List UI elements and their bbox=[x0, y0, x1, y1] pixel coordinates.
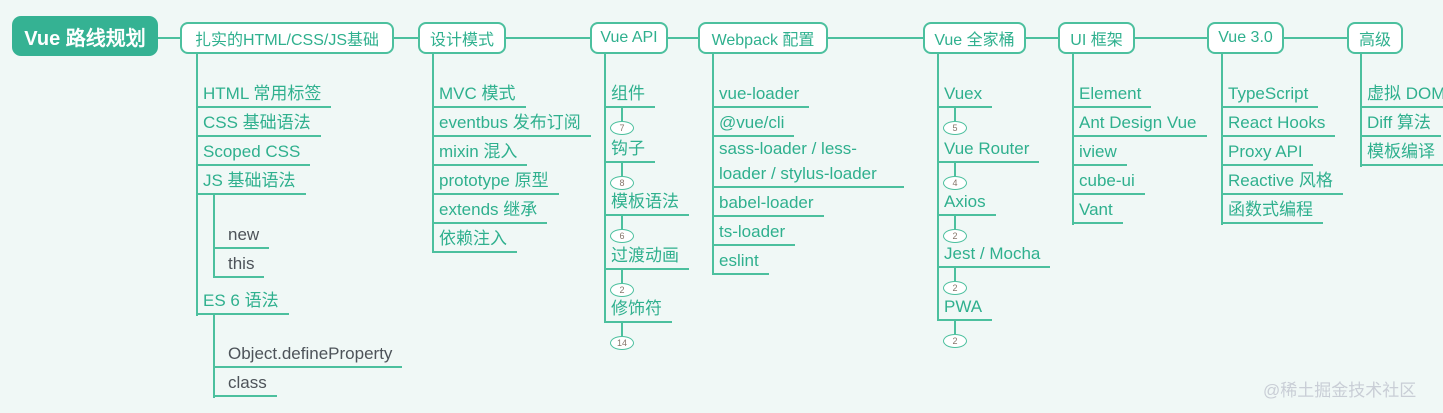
connector-line bbox=[213, 195, 215, 278]
tree-item[interactable]: CSS 基础语法 bbox=[196, 111, 321, 137]
connector-line bbox=[621, 270, 623, 283]
tree-item[interactable]: 组件 bbox=[604, 82, 655, 108]
tree-item[interactable]: ts-loader bbox=[712, 220, 796, 246]
connector-line bbox=[432, 54, 434, 253]
tree-item[interactable]: sass-loader / less-loader / stylus-loade… bbox=[712, 136, 904, 188]
connector-line bbox=[196, 54, 198, 316]
connector-line bbox=[621, 323, 623, 336]
tree-item[interactable]: Axios bbox=[937, 190, 996, 216]
tree-item[interactable]: 函数式编程 bbox=[1221, 198, 1323, 224]
tree-item[interactable]: 过渡动画 bbox=[604, 244, 689, 270]
tree-item[interactable]: 模板语法 bbox=[604, 190, 689, 216]
connector-line bbox=[954, 268, 956, 281]
connector-line bbox=[1221, 54, 1223, 225]
branch-node-design-patterns[interactable]: 设计模式 bbox=[418, 22, 506, 54]
collapsed-count-badge[interactable]: 2 bbox=[943, 334, 967, 348]
tree-item[interactable]: eventbus 发布订阅 bbox=[432, 111, 591, 137]
tree-item[interactable]: React Hooks bbox=[1221, 111, 1336, 137]
connector-line bbox=[1072, 54, 1074, 225]
tree-item[interactable]: PWA bbox=[937, 295, 993, 321]
tree-item[interactable]: class bbox=[213, 371, 277, 397]
connector-line bbox=[213, 315, 215, 398]
branch-node-webpack[interactable]: Webpack 配置 bbox=[698, 22, 828, 54]
watermark: @稀土掘金技术社区 bbox=[1263, 381, 1417, 400]
tree-item[interactable]: TypeScript bbox=[1221, 82, 1319, 108]
tree-item[interactable]: ES 6 语法 bbox=[196, 289, 289, 315]
collapsed-count-badge[interactable]: 4 bbox=[943, 176, 967, 190]
collapsed-count-badge[interactable]: 2 bbox=[943, 229, 967, 243]
tree-item[interactable]: eslint bbox=[712, 249, 769, 275]
tree-item[interactable]: MVC 模式 bbox=[432, 82, 526, 108]
branch-node-vue-api[interactable]: Vue API bbox=[590, 22, 668, 54]
tree-item[interactable]: 钩子 bbox=[604, 137, 655, 163]
connector-line bbox=[954, 216, 956, 229]
tree-item[interactable]: cube-ui bbox=[1072, 169, 1145, 195]
tree-item[interactable]: JS 基础语法 bbox=[196, 169, 306, 195]
connector-line bbox=[604, 54, 606, 323]
tree-item[interactable]: 模板编译 bbox=[1360, 140, 1443, 166]
tree-item[interactable]: 修饰符 bbox=[604, 297, 672, 323]
tree-item[interactable]: HTML 常用标签 bbox=[196, 82, 332, 108]
tree-item[interactable]: babel-loader bbox=[712, 191, 824, 217]
tree-item[interactable]: 虚拟 DOM bbox=[1360, 82, 1443, 108]
connector-line bbox=[712, 54, 714, 275]
collapsed-count-badge[interactable]: 8 bbox=[610, 176, 634, 190]
tree-item[interactable]: Reactive 风格 bbox=[1221, 169, 1343, 195]
tree-item[interactable]: 依赖注入 bbox=[432, 227, 517, 253]
connector-line bbox=[954, 321, 956, 334]
collapsed-count-badge[interactable]: 5 bbox=[943, 121, 967, 135]
tree-item[interactable]: new bbox=[213, 223, 270, 249]
connector-line bbox=[621, 108, 623, 121]
connector-line bbox=[954, 108, 956, 121]
branch-node-vue3[interactable]: Vue 3.0 bbox=[1207, 22, 1284, 54]
root-node[interactable]: Vue 路线规划 bbox=[12, 16, 158, 56]
connector-line bbox=[954, 163, 956, 176]
connector-line bbox=[621, 216, 623, 229]
tree-item[interactable]: extends 继承 bbox=[432, 198, 548, 224]
tree-item[interactable]: Jest / Mocha bbox=[937, 242, 1051, 268]
tree-item[interactable]: Proxy API bbox=[1221, 140, 1313, 166]
connector-line bbox=[1360, 54, 1362, 167]
collapsed-count-badge[interactable]: 2 bbox=[943, 281, 967, 295]
collapsed-count-badge[interactable]: 6 bbox=[610, 229, 634, 243]
branch-node-basics[interactable]: 扎实的HTML/CSS/JS基础 bbox=[180, 22, 394, 54]
tree-item[interactable]: prototype 原型 bbox=[432, 169, 559, 195]
branch-node-vue-ecosystem[interactable]: Vue 全家桶 bbox=[923, 22, 1026, 54]
tree-item[interactable]: Diff 算法 bbox=[1360, 111, 1441, 137]
collapsed-count-badge[interactable]: 7 bbox=[610, 121, 634, 135]
tree-item[interactable]: iview bbox=[1072, 140, 1127, 166]
tree-item[interactable]: Vuex bbox=[937, 82, 993, 108]
tree-item[interactable]: Vant bbox=[1072, 198, 1123, 224]
connector-line bbox=[621, 163, 623, 176]
tree-item[interactable]: Element bbox=[1072, 82, 1152, 108]
collapsed-count-badge[interactable]: 14 bbox=[610, 336, 634, 350]
tree-item[interactable]: Scoped CSS bbox=[196, 140, 311, 166]
branch-node-advanced[interactable]: 高级 bbox=[1347, 22, 1403, 54]
collapsed-count-badge[interactable]: 2 bbox=[610, 283, 634, 297]
tree-item[interactable]: Object.defineProperty bbox=[213, 342, 403, 368]
tree-item[interactable]: mixin 混入 bbox=[432, 140, 528, 166]
tree-item[interactable]: Ant Design Vue bbox=[1072, 111, 1207, 137]
tree-item[interactable]: Vue Router bbox=[937, 137, 1040, 163]
branch-node-ui-frameworks[interactable]: UI 框架 bbox=[1058, 22, 1135, 54]
connector-line bbox=[937, 54, 939, 321]
tree-item[interactable]: this bbox=[213, 252, 265, 278]
tree-item[interactable]: vue-loader bbox=[712, 82, 810, 108]
tree-item[interactable]: @vue/cli bbox=[712, 111, 795, 137]
